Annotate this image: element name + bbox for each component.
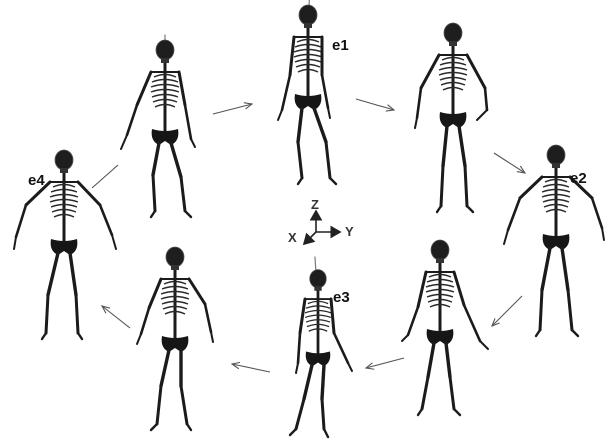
axis-label-y: Y [345, 224, 354, 239]
arrow-6 [232, 364, 270, 372]
arrow-5 [366, 358, 404, 368]
skeleton-e2 [504, 145, 604, 336]
arrow-3 [494, 153, 525, 173]
skeleton-bottom-left [137, 247, 213, 430]
skeleton-e3 [290, 257, 352, 437]
arrow-2 [356, 99, 394, 110]
arrow-1 [213, 104, 252, 114]
axis-label-x: X [288, 230, 297, 245]
axis-label-z: Z [311, 197, 319, 212]
arrow-7 [102, 306, 130, 328]
arrow-8 [92, 165, 118, 188]
skeleton-top-left [121, 35, 195, 217]
arrow-4 [492, 296, 522, 326]
skeleton-top-right [415, 23, 487, 212]
skeleton-e1 [278, 0, 336, 184]
label-e4: e4 [28, 172, 45, 189]
label-e2: e2 [570, 170, 587, 187]
skeleton-bottom-right [402, 240, 488, 415]
label-e3: e3 [333, 289, 350, 306]
label-e1: e1 [332, 37, 349, 54]
coordinate-axes: Z Y X [288, 197, 354, 245]
